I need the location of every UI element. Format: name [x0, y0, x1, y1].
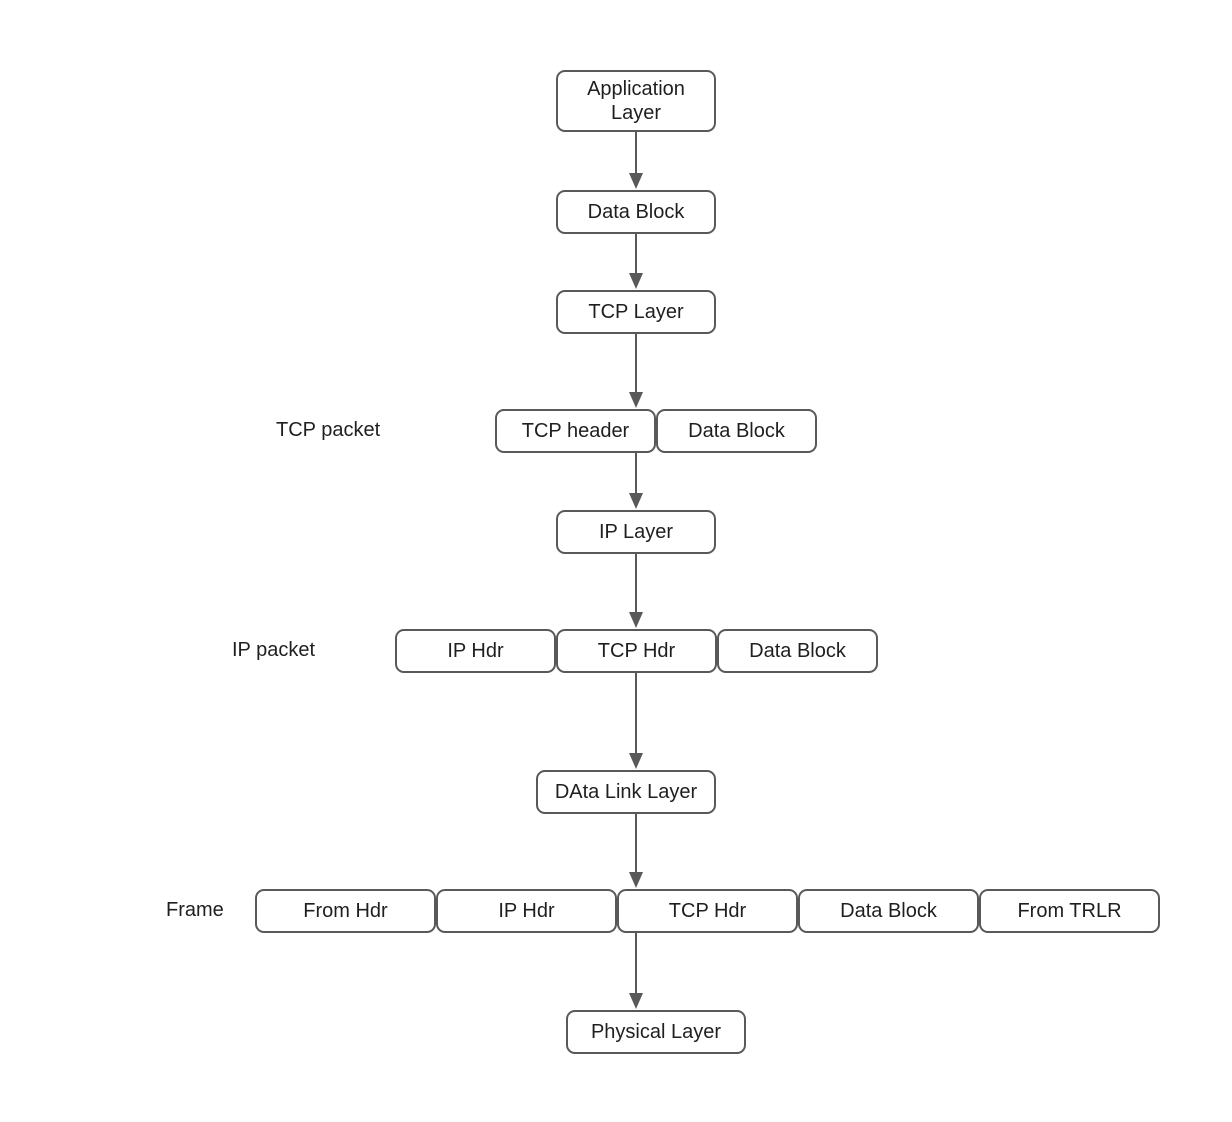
side-label-frame: Frame — [166, 899, 224, 921]
arrow-ip-layer-to-ip-packet — [629, 554, 643, 628]
node-physical-layer[interactable]: Physical Layer — [566, 1010, 746, 1054]
node-application-layer[interactable]: Application Layer — [556, 70, 716, 132]
segment-frame-from-hdr[interactable]: From Hdr — [255, 889, 436, 933]
arrow-data-block-to-tcp-layer — [629, 234, 643, 289]
arrow-frame-to-physical-layer — [629, 933, 643, 1009]
arrow-tcp-packet-to-ip-layer — [629, 453, 643, 509]
segment-frame-ip-hdr[interactable]: IP Hdr — [436, 889, 617, 933]
node-data-link-layer[interactable]: DAta Link Layer — [536, 770, 716, 814]
side-label-tcp-packet: TCP packet — [276, 419, 381, 441]
segment-ip-packet-tcp-hdr[interactable]: TCP Hdr — [556, 629, 717, 673]
arrow-data-link-layer-to-frame — [629, 814, 643, 888]
segment-frame-data-block[interactable]: Data Block — [798, 889, 979, 933]
arrow-application-to-data-block — [629, 132, 643, 189]
segment-ip-packet-ip-hdr[interactable]: IP Hdr — [395, 629, 556, 673]
node-tcp-layer[interactable]: TCP Layer — [556, 290, 716, 334]
side-label-ip-packet: IP packet — [232, 639, 316, 661]
arrow-tcp-layer-to-tcp-packet — [629, 334, 643, 408]
segment-ip-packet-data-block[interactable]: Data Block — [717, 629, 878, 673]
segment-tcp-packet-data-block[interactable]: Data Block — [656, 409, 817, 453]
node-ip-layer[interactable]: IP Layer — [556, 510, 716, 554]
node-data-block[interactable]: Data Block — [556, 190, 716, 234]
arrow-ip-packet-to-data-link-layer — [629, 673, 643, 769]
segment-frame-tcp-hdr[interactable]: TCP Hdr — [617, 889, 798, 933]
segment-tcp-packet-tcp-header[interactable]: TCP header — [495, 409, 656, 453]
segment-frame-from-trlr[interactable]: From TRLR — [979, 889, 1160, 933]
